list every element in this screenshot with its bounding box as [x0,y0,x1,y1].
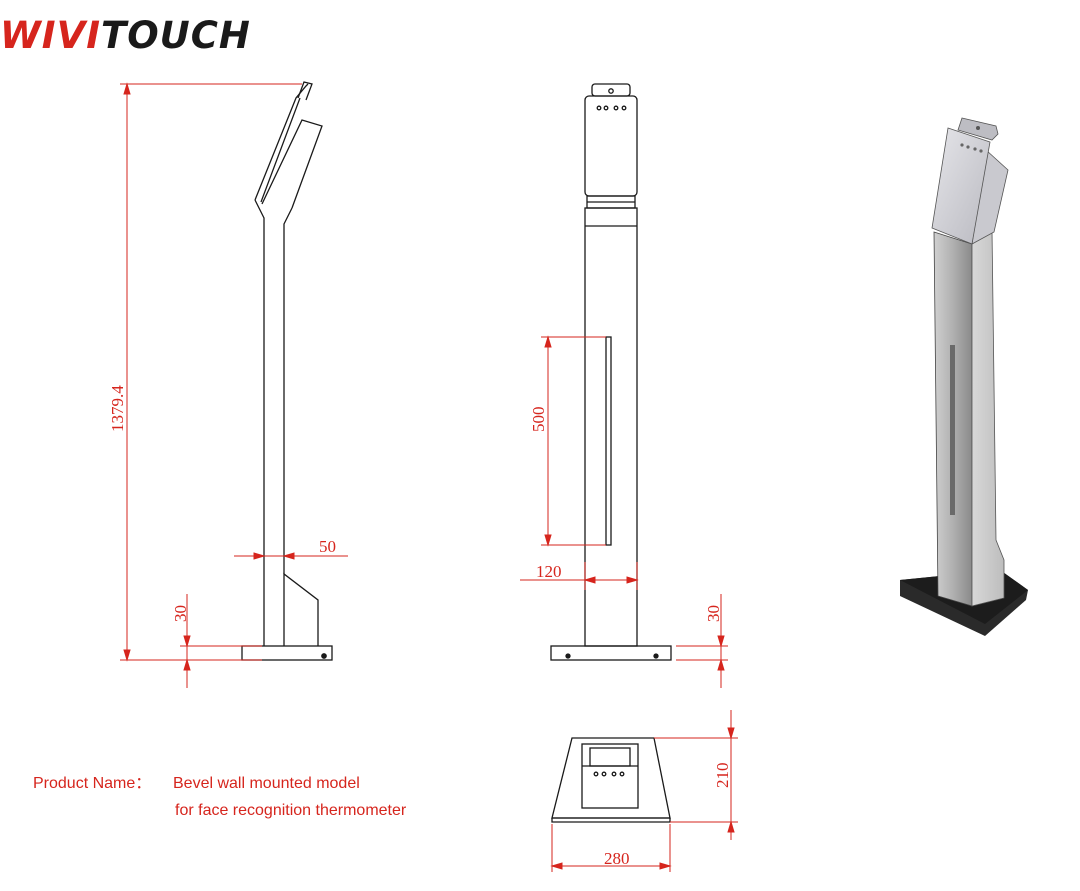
front-view-dimensions [520,335,728,688]
top-view-base [551,737,671,819]
side-view-screen [254,83,309,201]
side-view-head-back [261,119,323,209]
caption-label: Product Name： [33,775,152,792]
front-view-base [550,645,672,661]
side-view-pole [254,199,265,646]
side-view-dimensions [120,82,348,688]
front-view-camera [591,83,631,97]
top-view-dimensions [550,710,738,872]
caption-line-1: Bevel wall mounted model [173,775,360,792]
side-view-screen-front [260,97,301,203]
dimension-base-depth: 210 [713,763,732,789]
side-view-camera [297,81,313,101]
front-view [550,83,672,661]
side-view-pole-back [283,207,293,574]
front-view-slot [605,336,612,546]
side-view-pole-rear [283,572,319,646]
brand-logo-part-b: TOUCH [100,14,251,57]
dimension-slot-length: 500 [529,407,548,433]
brand-logo: WIVITOUCH [0,14,251,58]
dimension-base-width: 280 [604,849,630,868]
dimension-base-thickness-side: 30 [171,605,190,622]
dimension-tube-width: 120 [536,562,562,581]
top-view [551,737,671,823]
brand-logo-part-a: WIVI [0,14,101,57]
dimension-tube-depth: 50 [319,537,336,556]
top-view-head [581,743,639,809]
dimension-base-thickness-front: 30 [704,605,723,622]
render-screen [931,127,991,245]
product-3d-render [900,117,1028,636]
front-view-head [584,95,638,197]
caption-line-2: for face recognition thermometer [175,802,407,819]
side-view-base [241,645,333,661]
side-view-base-screw [321,653,327,659]
side-view [241,81,333,661]
dimension-height-total: 1379.4 [108,385,127,432]
